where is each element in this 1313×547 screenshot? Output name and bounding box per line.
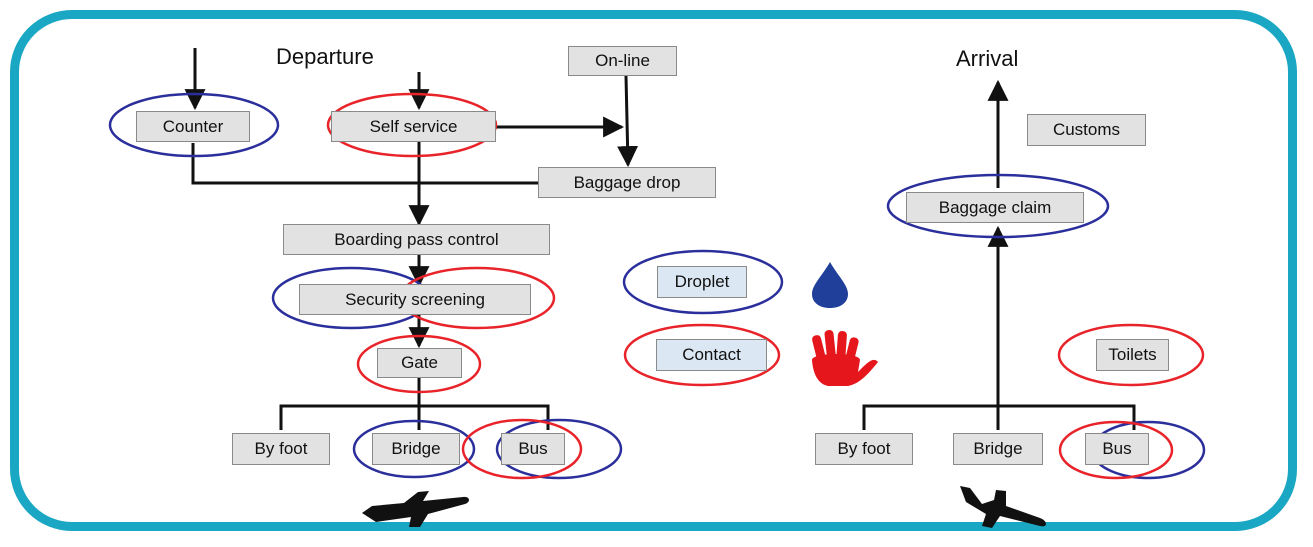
ring-bus-departure-red <box>461 418 583 480</box>
departure-title: Departure <box>276 44 374 69</box>
gate-box: Gate <box>377 348 462 378</box>
baggage-drop-box: Baggage drop <box>538 167 716 198</box>
connector-lines <box>184 48 1136 430</box>
customs-box: Customs <box>1027 114 1146 146</box>
online-box: On-line <box>568 46 677 76</box>
contact-rings <box>326 92 1205 480</box>
arrival-title: Arrival <box>956 46 1019 71</box>
bridge-departure-box: Bridge <box>372 433 460 465</box>
counter-box: Counter <box>136 111 250 142</box>
ring-droplet-legend <box>622 249 784 315</box>
landing-plane-icon <box>960 486 1046 528</box>
ring-bus-arrival-red <box>1058 420 1174 480</box>
by-foot-departure-box: By foot <box>232 433 330 465</box>
hand-icon <box>812 329 878 386</box>
bridge-arrival-box: Bridge <box>953 433 1043 465</box>
ring-bridge-departure-blue <box>352 419 476 479</box>
ring-toilets <box>1057 323 1205 387</box>
by-foot-arrival-box: By foot <box>815 433 913 465</box>
ring-gate <box>356 334 482 394</box>
security-screening-box: Security screening <box>299 284 531 315</box>
bus-arrival-box: Bus <box>1085 433 1149 465</box>
ring-bus-departure-blue <box>495 418 623 480</box>
bus-departure-box: Bus <box>501 433 565 465</box>
droplet-icon <box>812 262 848 308</box>
ring-counter <box>108 92 280 158</box>
departing-plane-icon <box>362 491 469 527</box>
ring-baggage-claim <box>886 173 1110 239</box>
droplet-legend-box: Droplet <box>657 266 747 298</box>
ring-self-service <box>326 92 498 158</box>
toilets-box: Toilets <box>1096 339 1169 371</box>
self-service-box: Self service <box>331 111 496 142</box>
ring-contact-legend <box>623 323 781 387</box>
baggage-claim-box: Baggage claim <box>906 192 1084 223</box>
rounded-frame <box>10 10 1297 531</box>
contact-legend-box: Contact <box>656 339 767 371</box>
boarding-pass-control-box: Boarding pass control <box>283 224 550 255</box>
